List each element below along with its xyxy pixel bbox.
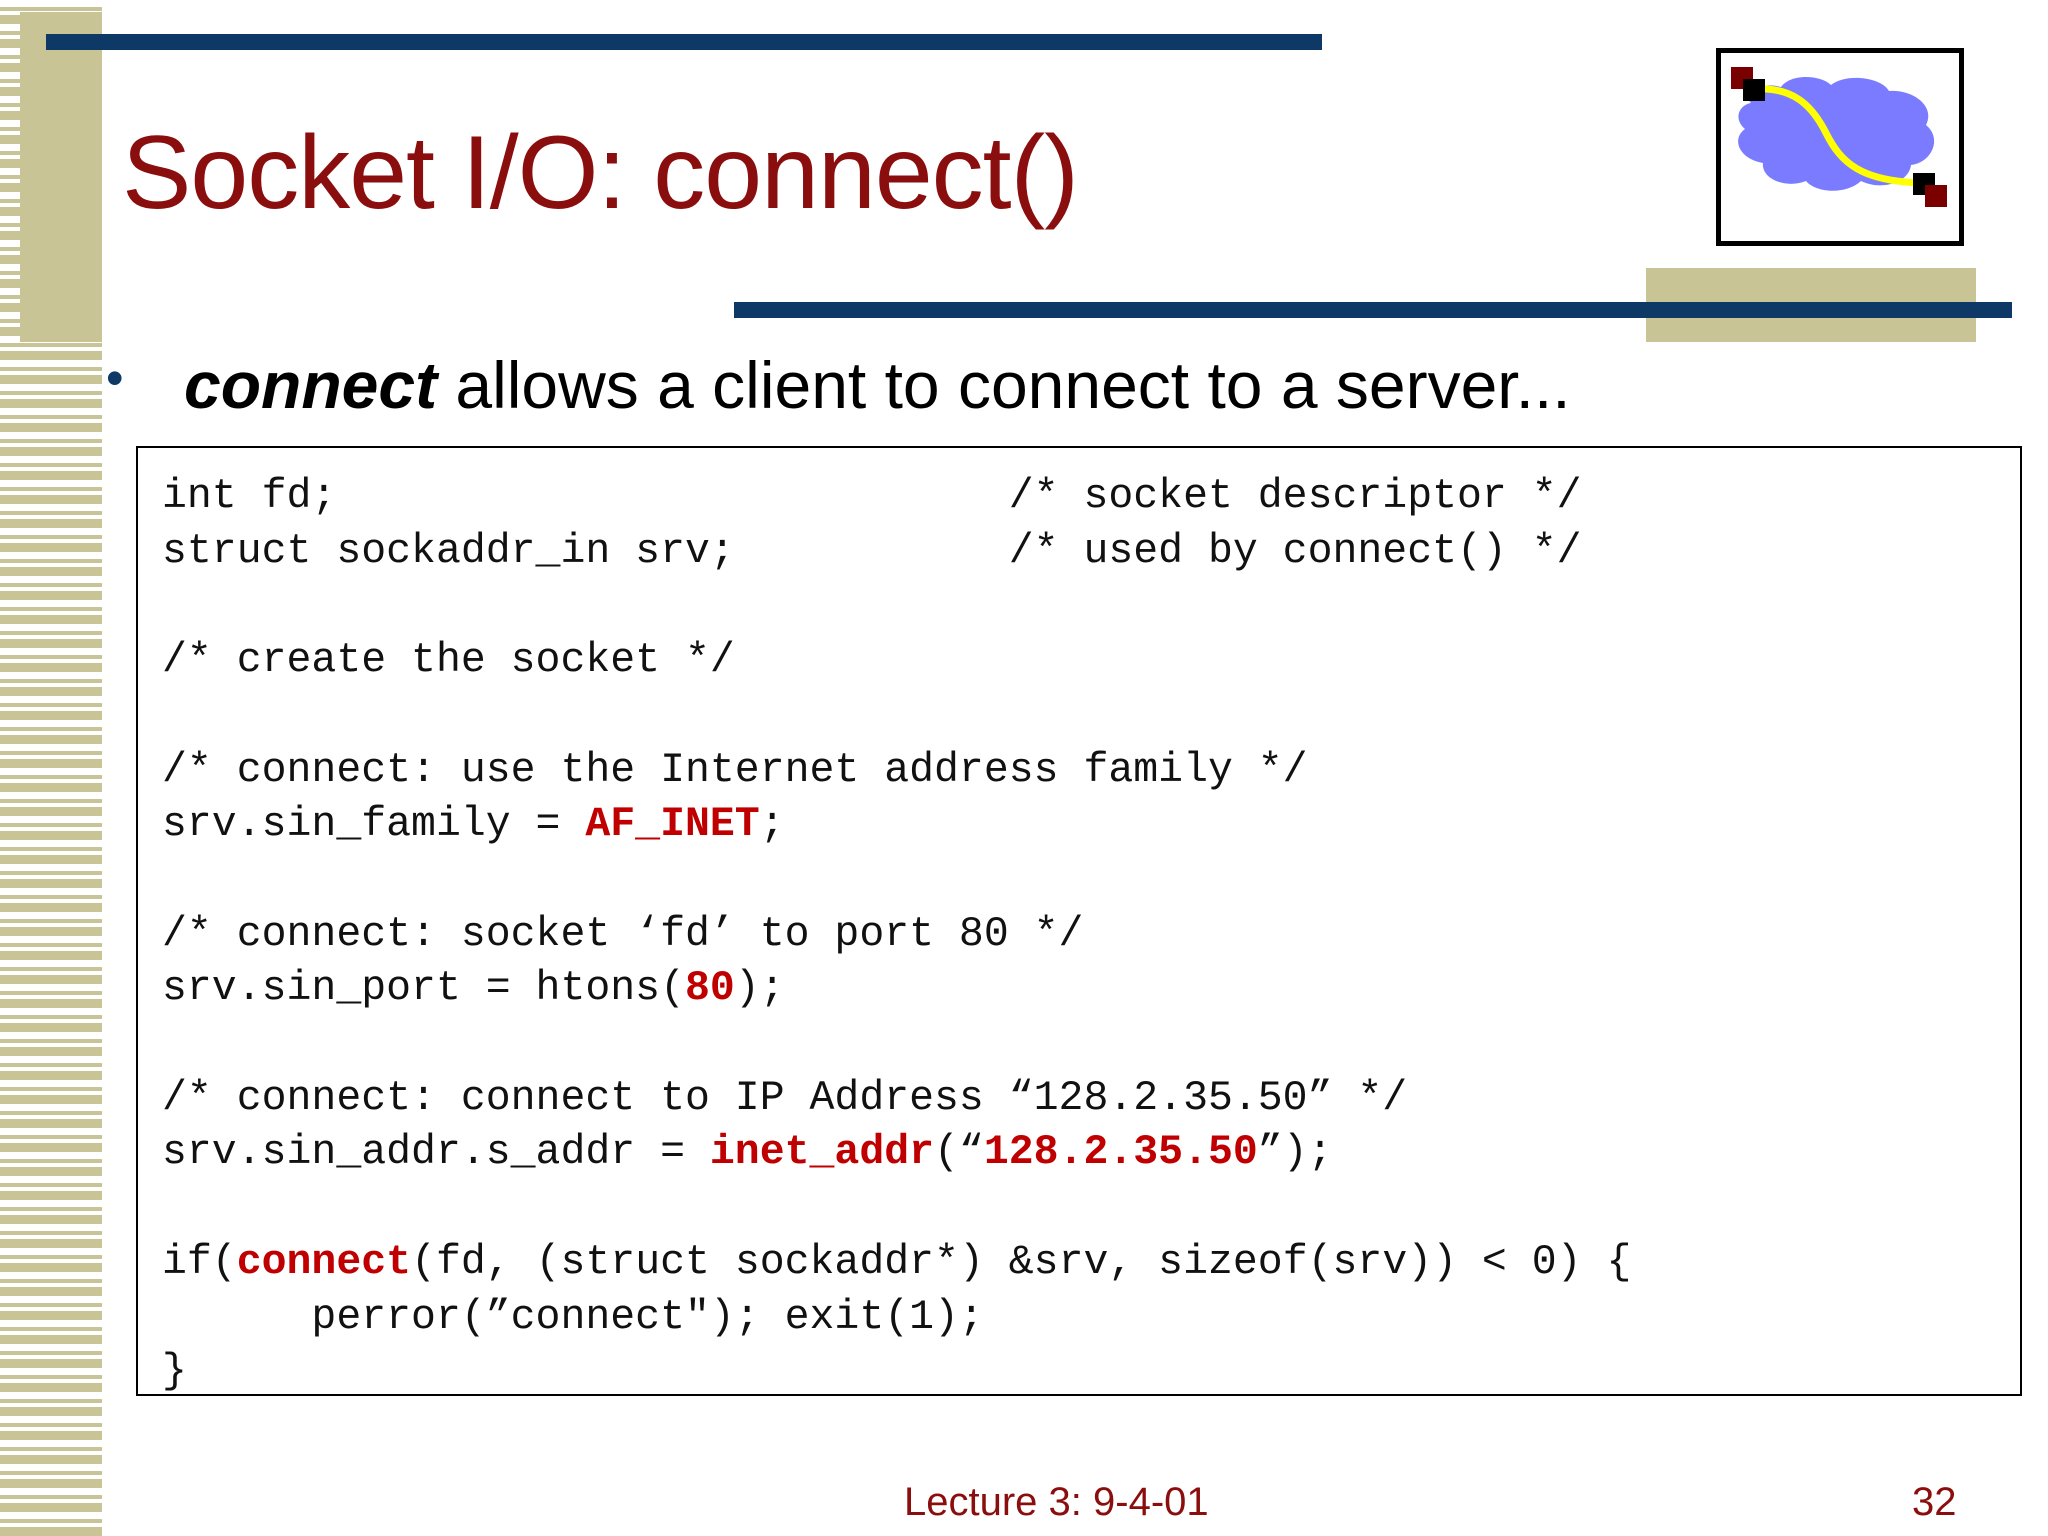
- code-line: }: [162, 1348, 187, 1395]
- code-text: ;: [759, 801, 785, 849]
- code-text: int fd; /* socket descriptor */: [162, 473, 1582, 520]
- code-line: /* connect: socket ‘fd’ to port 80 */: [162, 911, 1083, 958]
- code-line: srv.sin_family = AF_INET;: [162, 801, 785, 848]
- code-line: if(connect(fd, (struct sockaddr*) &srv, …: [162, 1239, 1631, 1286]
- code-text: }: [162, 1348, 187, 1396]
- bullet-dot-icon: •: [106, 350, 124, 406]
- decorative-solid-bar: [20, 12, 102, 342]
- code-line: struct sockaddr_in srv; /* used by conne…: [162, 528, 1582, 575]
- top-rule: [46, 34, 1322, 50]
- code-highlight: inet_addr: [709, 1129, 935, 1177]
- code-line: /* connect: use the Internet address fam…: [162, 747, 1308, 794]
- slide-title: Socket I/O: connect(): [122, 115, 1079, 231]
- code-text: if(: [162, 1238, 237, 1286]
- bullet-text: connect allows a client to connect to a …: [184, 346, 1571, 425]
- code-text: /* create the socket */: [162, 637, 735, 685]
- footer-page-number: 32: [1912, 1480, 1957, 1524]
- code-text: srv.sin_port = htons(: [162, 965, 685, 1013]
- code-box: int fd; /* socket descriptor */ struct s…: [136, 446, 2022, 1396]
- code-line: perror(”connect"); exit(1);: [162, 1293, 984, 1341]
- code-line: srv.sin_addr.s_addr = inet_addr(“128.2.3…: [162, 1129, 1333, 1176]
- code-text: );: [734, 965, 785, 1013]
- network-cloud-icon: [1731, 67, 1947, 207]
- code-line: /* connect: connect to IP Address “128.2…: [162, 1075, 1407, 1122]
- code-text: (fd, (struct sockaddr*) &srv, sizeof(srv…: [411, 1238, 1632, 1286]
- code-text: /* connect: use the Internet address fam…: [162, 746, 1308, 794]
- middle-rule: [734, 302, 2012, 318]
- code-text: srv.sin_family =: [162, 801, 586, 849]
- code-text: srv.sin_addr.s_addr =: [162, 1129, 710, 1177]
- code-text: perror(”connect"); exit(1);: [162, 1293, 984, 1341]
- code-text: /* connect: socket ‘fd’ to port 80 */: [162, 910, 1084, 958]
- code-line: srv.sin_port = htons(80);: [162, 965, 785, 1012]
- code-text: struct sockaddr_in srv; /* used by conne…: [162, 527, 1582, 575]
- bullet-rest: allows a client to connect to a server..…: [437, 348, 1571, 422]
- code-text: /* connect: connect to IP Address “128.2…: [162, 1074, 1408, 1122]
- code-line: /* create the socket */: [162, 637, 735, 684]
- footer-lecture: Lecture 3: 9-4-01: [904, 1480, 1209, 1524]
- code-block: int fd; /* socket descriptor */ struct s…: [162, 470, 1631, 1400]
- code-text: ”);: [1257, 1129, 1333, 1177]
- code-highlight: 80: [685, 965, 735, 1013]
- code-highlight: 128.2.35.50: [983, 1129, 1258, 1177]
- code-highlight: connect: [236, 1238, 412, 1286]
- code-text: (“: [934, 1129, 984, 1177]
- code-highlight: AF_INET: [585, 801, 760, 849]
- logo-frame: [1716, 48, 1964, 246]
- bullet-emphasis: connect: [184, 348, 438, 422]
- code-line: int fd; /* socket descriptor */: [162, 473, 1582, 520]
